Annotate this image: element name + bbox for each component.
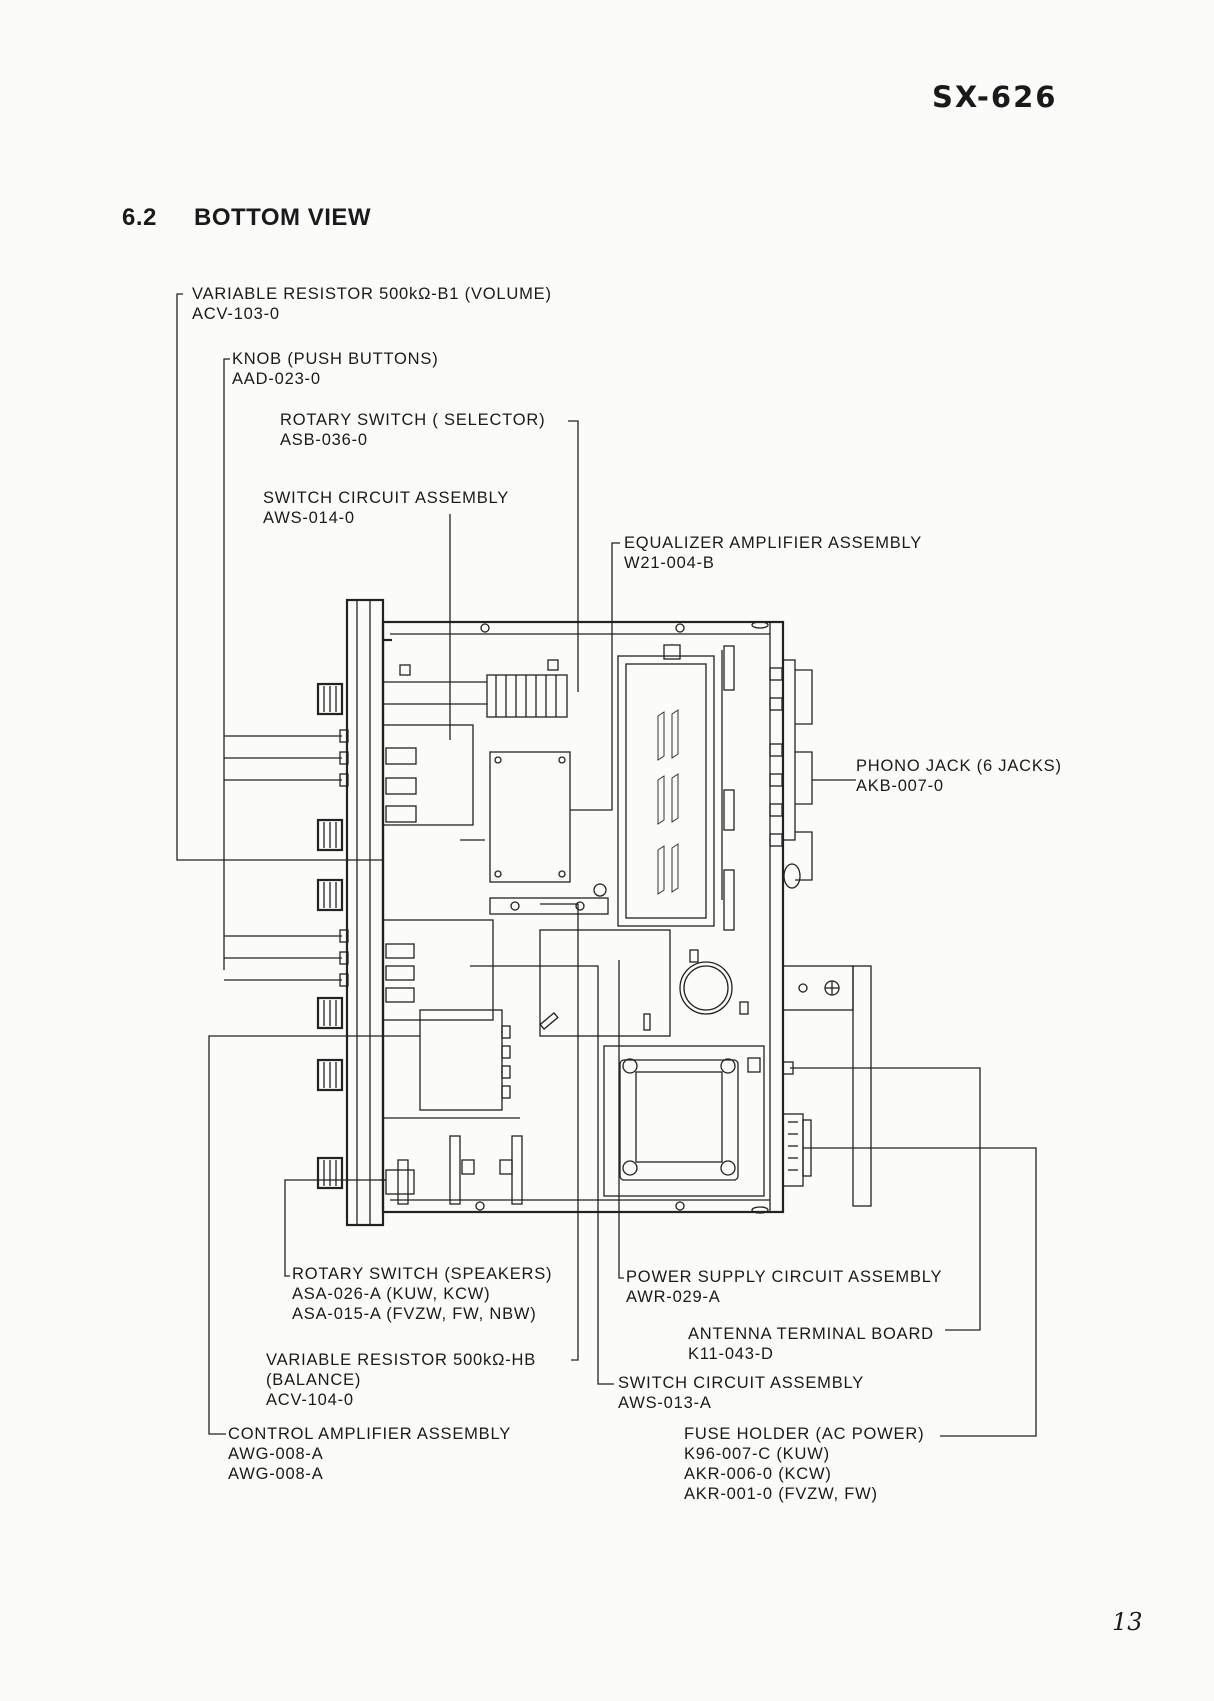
heat-sink (617, 644, 735, 931)
chassis-outline (381, 620, 785, 1214)
front-knobs (316, 682, 349, 1190)
label-rotary-switch-selector: ROTARY SWITCH ( SELECTOR)ASB-036-0 (280, 411, 546, 449)
lower-middle-boards (539, 929, 749, 1037)
label-variable-resistor-volume: VARIABLE RESISTOR 500kΩ-B1 (VOLUME)ACV-1… (192, 285, 552, 323)
label-variable-resistor-balance: VARIABLE RESISTOR 500kΩ-HB(BALANCE)ACV-1… (266, 1351, 537, 1409)
rotary-selector-switch (383, 659, 568, 718)
speaker-switch-area (380, 1135, 523, 1205)
leader-lines (176, 293, 1037, 1437)
label-rotary-switch-speakers: ROTARY SWITCH (SPEAKERS)ASA-026-A (KUW, … (292, 1265, 553, 1323)
label-phono-jack: PHONO JACK (6 JACKS)AKB-007-0 (856, 757, 1062, 795)
fuse-holder-part (782, 1113, 812, 1187)
rear-phono-jacks (769, 659, 813, 889)
section-number: 6.2 (122, 204, 157, 231)
control-amplifier-board (382, 919, 559, 1119)
page-number: 13 (1112, 1608, 1143, 1636)
label-fuse-holder: FUSE HOLDER (AC POWER)K96-007-C (KUW)AKR… (684, 1425, 925, 1503)
section-heading: 6.2 BOTTOM VIEW (122, 204, 371, 232)
upper-boards (382, 724, 609, 915)
front-panel (345, 598, 385, 1227)
section-title: BOTTOM VIEW (194, 204, 372, 231)
model-number: SX-626 (932, 80, 1058, 114)
antenna-bracket (782, 965, 872, 1207)
label-knob-push-buttons: KNOB (PUSH BUTTONS)AAD-023-0 (232, 350, 439, 388)
power-transformer (603, 1045, 765, 1197)
